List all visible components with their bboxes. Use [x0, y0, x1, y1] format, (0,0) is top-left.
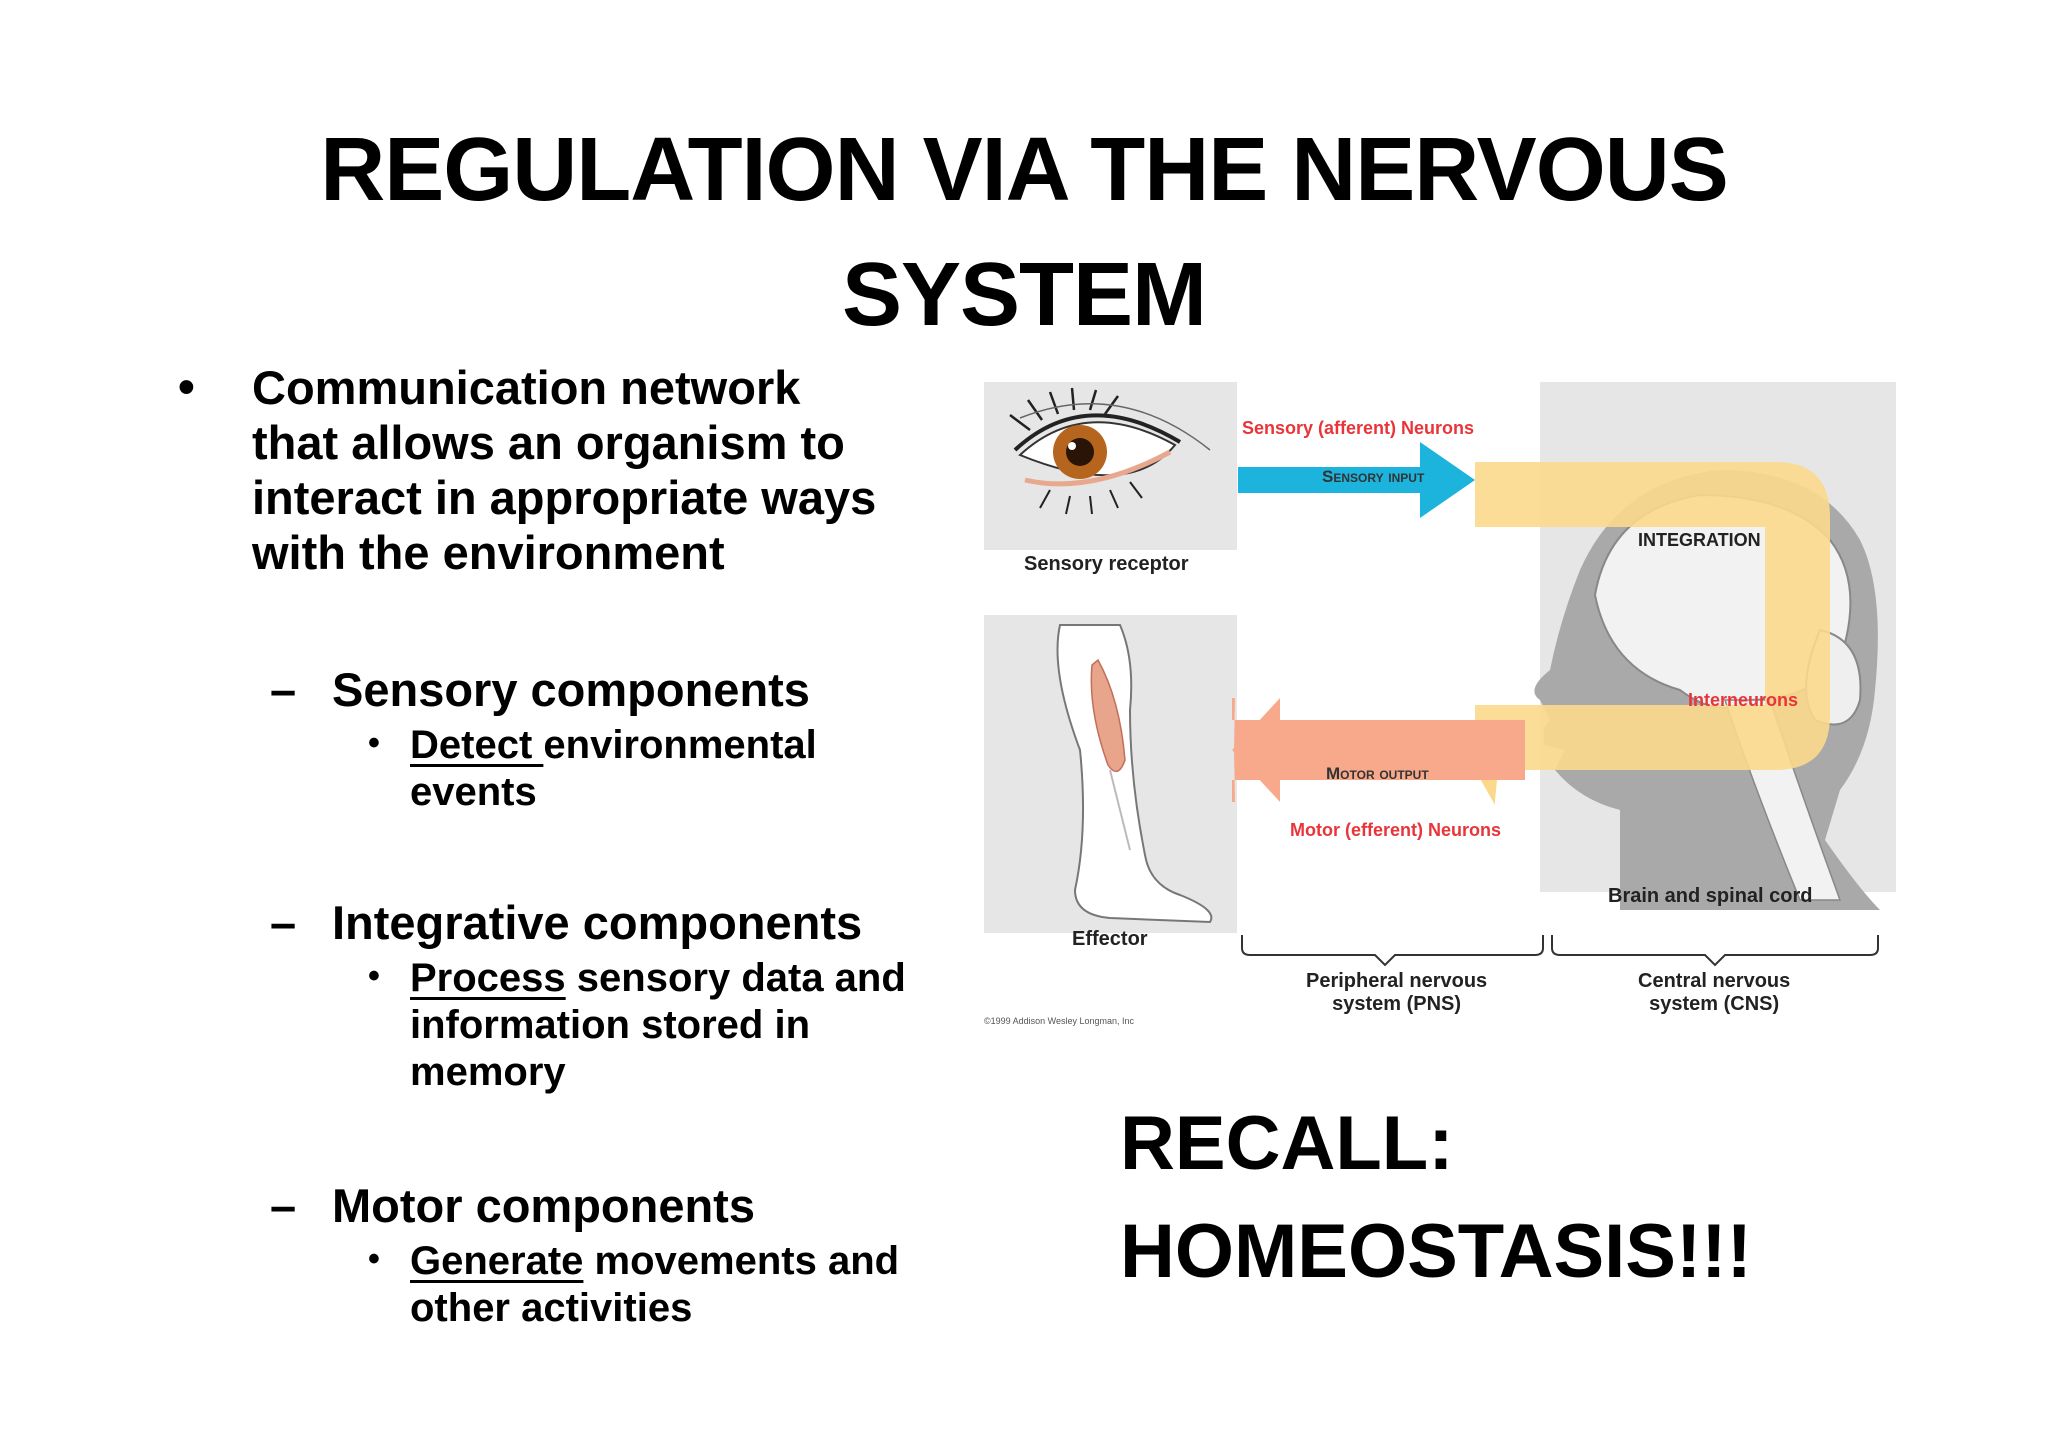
dash-symbol: –	[270, 1179, 297, 1232]
effector-label: Effector	[1072, 928, 1148, 950]
motor-output-label: Motor output	[1326, 764, 1429, 783]
description-text: sensory data and	[565, 956, 906, 1000]
brain-spinal-cord-label: Brain and spinal cord	[1608, 885, 1813, 907]
slide-title: REGULATION VIA THE NERVOUS SYSTEM	[0, 108, 2048, 358]
motor-components-heading: Motor components	[332, 1179, 755, 1232]
cns-label-line: Central nervous	[1638, 970, 1791, 992]
motor-output-arrow	[1232, 698, 1525, 802]
copyright-credit: ©1999 Addison Wesley Longman, Inc	[984, 1016, 1135, 1026]
detect-verb: Detect	[410, 723, 544, 767]
leg-icon	[1056, 624, 1213, 924]
sub-bullet-symbol: •	[368, 957, 380, 995]
sensory-neurons-label: Sensory (afferent) Neurons	[1242, 418, 1475, 438]
motor-arrowhead	[1232, 698, 1280, 802]
sensory-receptor-label: Sensory receptor	[1024, 553, 1189, 575]
dash-symbol: –	[270, 663, 297, 716]
main-bullet-line: Communication network	[252, 361, 801, 414]
cns-label: Central nervous system (CNS)	[1638, 970, 1790, 1016]
sensory-input-arrow	[1238, 442, 1475, 518]
description-text: other activities	[410, 1286, 693, 1330]
sensory-components-heading: Sensory components	[332, 663, 810, 716]
pns-label: Peripheral nervous system (PNS)	[1306, 970, 1487, 1016]
pns-brace	[1241, 935, 1544, 967]
generate-verb: Generate	[410, 1239, 584, 1283]
main-bullet-line: with the environment	[252, 526, 725, 579]
sensory-input-label: Sensory input	[1322, 467, 1425, 486]
recall-line-2: HOMEOSTASIS!!!	[1120, 1209, 1752, 1294]
process-verb: Process	[410, 956, 566, 1000]
motor-description: Generate movements and other activities	[410, 1238, 970, 1332]
title-line-2: SYSTEM	[841, 245, 1207, 345]
integrative-description: Process sensory data and information sto…	[410, 955, 970, 1096]
pns-label-line: system (PNS)	[1332, 993, 1462, 1015]
main-bullet-text: Communication network that allows an org…	[252, 360, 952, 580]
description-text: events	[410, 770, 537, 814]
sub-bullet-symbol: •	[368, 724, 380, 762]
integration-label: INTEGRATION	[1638, 530, 1761, 550]
description-text: memory	[410, 1050, 566, 1094]
recall-homeostasis: RECALL: HOMEOSTASIS!!!	[1120, 1090, 1752, 1306]
title-line-1: REGULATION VIA THE NERVOUS	[320, 120, 1728, 220]
main-bullet-line: that allows an organism to	[252, 416, 845, 469]
description-text: environmental	[543, 723, 817, 767]
motor-neurons-label: Motor (efferent) Neurons	[1290, 820, 1501, 840]
eye-icon	[1009, 387, 1211, 515]
sub-bullet-symbol: •	[368, 1240, 380, 1278]
cns-brace	[1551, 935, 1879, 967]
cns-label-line: system (CNS)	[1649, 993, 1780, 1015]
nervous-system-diagram: Sensory (afferent) Neurons Sensory input…	[980, 370, 1900, 1040]
diagram-graphics	[984, 382, 1896, 967]
interneurons-label: Interneurons	[1688, 690, 1799, 710]
main-bullet-line: interact in appropriate ways	[252, 471, 877, 524]
recall-line-1: RECALL:	[1120, 1101, 1454, 1186]
integrative-components-heading: Integrative components	[332, 896, 863, 949]
sensory-description: Detect environmental events	[410, 722, 970, 816]
bullet-symbol: •	[178, 361, 195, 414]
description-text: information stored in	[410, 1003, 810, 1047]
dash-symbol: –	[270, 896, 297, 949]
pns-label-line: Peripheral nervous	[1306, 970, 1488, 992]
description-text: movements and	[583, 1239, 900, 1283]
